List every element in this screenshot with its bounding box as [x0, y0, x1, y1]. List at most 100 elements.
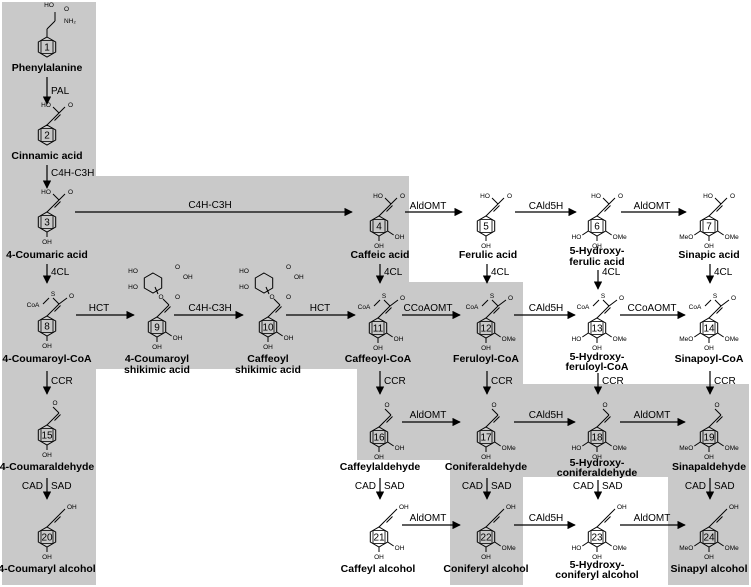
- group-label: OH: [67, 504, 77, 511]
- bond: [377, 311, 385, 319]
- bond: [708, 420, 716, 428]
- group-label: OH: [481, 554, 491, 561]
- group-label: OMe: [613, 336, 627, 343]
- bond: [602, 305, 610, 313]
- bond: [390, 197, 398, 205]
- bond: [58, 508, 66, 516]
- bond: [378, 209, 386, 217]
- enzyme-hct-10-11: HCT: [310, 303, 331, 314]
- group-label: HO: [239, 284, 249, 291]
- bond: [385, 307, 392, 314]
- group-label: OMe: [725, 445, 739, 452]
- group-label: S: [382, 293, 387, 300]
- group-label: O: [175, 294, 180, 301]
- group-label: O: [286, 264, 291, 271]
- group-label: OMe: [613, 445, 627, 452]
- group-label: OH: [294, 274, 304, 281]
- group-label: OH: [395, 545, 405, 552]
- enzyme-cald5h-12-13: CAld5H: [529, 303, 563, 314]
- group-label: MeO: [679, 336, 693, 343]
- bond: [491, 299, 499, 307]
- bond: [491, 197, 499, 205]
- group-label: O: [730, 193, 735, 200]
- bond: [378, 420, 386, 428]
- arrows-layer: [42, 77, 715, 530]
- bond: [714, 305, 722, 313]
- number-box: [261, 320, 275, 334]
- bond: [387, 230, 394, 236]
- ring-number: 22: [480, 533, 492, 544]
- compound-17-label: Coniferaldehyde: [445, 461, 527, 473]
- bond: [54, 414, 61, 421]
- group-label: CoA: [466, 304, 479, 311]
- enzyme-4cl-4-11: 4CL: [384, 267, 403, 278]
- group-label: O: [400, 193, 405, 200]
- enzyme-ccr-13-18: CCR: [602, 376, 624, 387]
- bond: [52, 406, 60, 414]
- enzyme-sad-19-24: SAD: [714, 481, 735, 492]
- number-box: [702, 530, 716, 544]
- number-box: [40, 530, 54, 544]
- group-label: O: [618, 193, 623, 200]
- ring-number: 10: [262, 323, 274, 334]
- bond: [605, 332, 612, 338]
- group-label: HO: [572, 545, 582, 552]
- bond: [58, 193, 66, 201]
- bond: [497, 197, 505, 205]
- bond: [52, 199, 60, 207]
- compound-9-label-1: 4-Coumaroyl: [125, 353, 189, 365]
- bond: [485, 420, 493, 428]
- bond: [708, 520, 716, 528]
- group-label: OMe: [502, 336, 516, 343]
- number-box: [372, 530, 386, 544]
- ring-number: 7: [706, 222, 712, 233]
- group-label: HO: [41, 102, 51, 109]
- enzyme-cad-16-21: CAD: [355, 481, 376, 492]
- enzyme-labels: PAL C4H-C3H C4H-C3H AldOMT CAld5H AldOMT…: [22, 86, 736, 524]
- enzyme-c4h-c3h-9-10: C4H-C3H: [188, 303, 231, 314]
- bond: [389, 299, 399, 307]
- ring-number: 11: [373, 324, 384, 335]
- compound-11-label: Caffeoyl-CoA: [345, 353, 412, 365]
- bond: [54, 305, 61, 312]
- bond: [716, 205, 723, 212]
- bond: [493, 516, 500, 523]
- bond: [704, 299, 712, 307]
- group-label: OH: [592, 454, 602, 461]
- group-label: O: [602, 402, 607, 409]
- bond: [602, 197, 610, 205]
- enzyme-cad-17-22: CAD: [462, 481, 483, 492]
- group-label: CoA: [27, 302, 40, 309]
- bond: [52, 514, 60, 522]
- group-label: OH: [704, 345, 714, 352]
- bond: [52, 297, 60, 305]
- group-label: MeO: [679, 545, 693, 552]
- group-label: OH: [42, 239, 52, 246]
- group-label: OMe: [725, 336, 739, 343]
- bond: [52, 193, 60, 201]
- bond: [275, 306, 282, 313]
- bond: [605, 541, 612, 547]
- group-label: HO: [41, 189, 51, 196]
- bond: [54, 201, 61, 208]
- group-label: CoA: [689, 304, 702, 311]
- bond: [386, 516, 393, 523]
- shikimate-ring: [254, 272, 274, 294]
- group-label: HO: [572, 234, 582, 241]
- bond: [717, 332, 724, 338]
- number-box: [40, 319, 54, 333]
- group-label: O: [507, 193, 512, 200]
- group-label: O: [158, 294, 163, 301]
- bond: [491, 203, 499, 211]
- bond: [708, 311, 716, 319]
- number-box: [150, 320, 164, 334]
- enzyme-4cl-7-14: 4CL: [714, 267, 733, 278]
- group-label: O: [64, 6, 69, 13]
